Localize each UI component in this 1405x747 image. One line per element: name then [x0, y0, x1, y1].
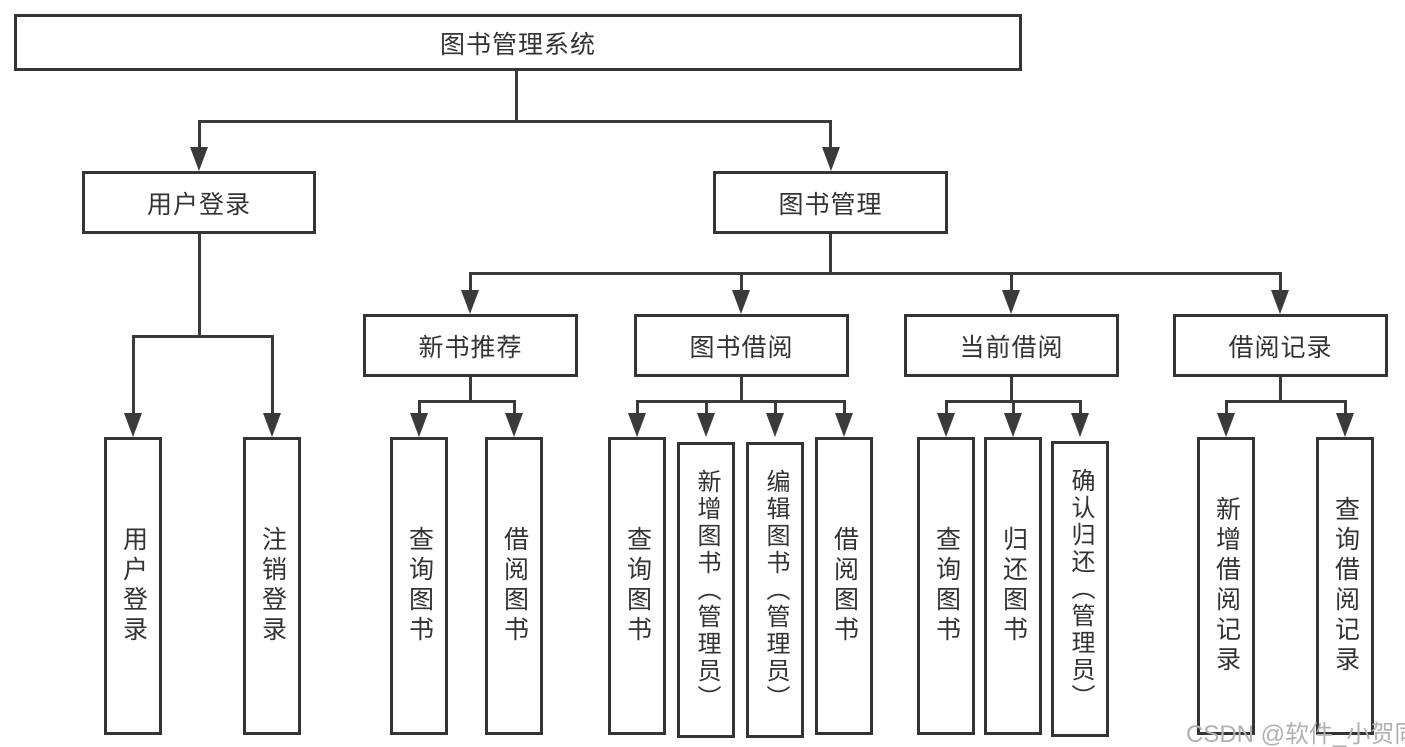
connector-book-management-branch [469, 272, 1281, 275]
arrowhead-down-icon [732, 290, 750, 314]
arrowhead-down-icon [1336, 413, 1354, 437]
arrowhead-down-icon [628, 413, 646, 437]
node-label: 用户登录 [146, 190, 251, 219]
leaf-return-book: 归还图书 [984, 437, 1042, 735]
connector-leaf-stem [705, 400, 708, 415]
leaf-borrow-books-borrow: 借阅图书 [815, 437, 873, 735]
node-label: 借阅记录 [1228, 333, 1333, 362]
node-book-management: 图书管理 [713, 171, 948, 234]
leaf-label: 新增借阅记录 [1212, 496, 1241, 676]
node-book-borrow: 图书借阅 [634, 314, 849, 377]
connector-leaf-stem [418, 400, 421, 415]
connector-leaf-stem [636, 400, 639, 415]
arrowhead-down-icon [822, 147, 840, 171]
arrowhead-down-icon [1004, 413, 1022, 437]
connector-to-new-book-recommend [469, 272, 472, 294]
leaf-add-borrow-record: 新增借阅记录 [1197, 437, 1255, 735]
leaf-edit-book-admin: 编辑图书（管理员） [746, 442, 804, 738]
leaf-label: 查询借阅记录 [1331, 496, 1360, 676]
connector-new-book-stem [469, 377, 472, 401]
connector-leaf-stem [774, 400, 777, 415]
arrowhead-down-icon [124, 413, 142, 437]
leaf-add-book-admin: 新增图书（管理员） [677, 442, 735, 738]
connector-leaf-stem [1079, 400, 1082, 415]
leaf-confirm-return-admin: 确认归还（管理员） [1051, 441, 1109, 737]
node-label: 新书推荐 [418, 333, 523, 362]
leaf-label: 归还图书 [999, 526, 1028, 646]
connector-current-borrow-stem [1010, 377, 1013, 401]
connector-book-management-stem [829, 234, 832, 273]
connector-to-borrow-records [1279, 272, 1282, 294]
connector-user-login-branch [132, 335, 273, 338]
node-new-book-recommend: 新书推荐 [363, 314, 578, 377]
arrowhead-down-icon [190, 147, 208, 171]
leaf-label: 查询图书 [405, 526, 434, 646]
connector-leaf-stem [843, 400, 846, 415]
arrowhead-down-icon [835, 413, 853, 437]
leaf-query-books-recommend: 查询图书 [390, 437, 448, 735]
csdn-watermark: CSDN @软件_小贺同学 [1186, 721, 1405, 747]
connector-borrow-records-stem [1279, 377, 1282, 401]
node-label: 图书管理 [778, 190, 883, 219]
connector-root-branch [198, 120, 832, 123]
connector-to-user-login [198, 120, 201, 150]
connector-leaf-stem [1344, 400, 1347, 415]
leaf-label: 借阅图书 [830, 526, 859, 646]
node-user-login: 用户登录 [82, 171, 316, 234]
connector-to-leaf-user-login [132, 335, 135, 415]
connector-leaf-stem [945, 400, 948, 415]
arrowhead-down-icon [461, 290, 479, 314]
connector-new-book-branch [418, 400, 516, 403]
leaf-label: 查询图书 [932, 526, 961, 646]
node-library-management-system: 图书管理系统 [14, 14, 1022, 71]
leaf-user-login: 用户登录 [104, 437, 162, 735]
connector-root-stem [515, 70, 518, 121]
leaf-label: 用户登录 [119, 526, 148, 646]
arrowhead-down-icon [1002, 290, 1020, 314]
connector-leaf-stem [513, 400, 516, 415]
arrowhead-down-icon [410, 413, 428, 437]
connector-user-login-stem [198, 234, 201, 336]
leaf-logout: 注销登录 [243, 437, 301, 735]
leaf-borrow-books-recommend: 借阅图书 [485, 437, 543, 735]
leaf-query-books-current: 查询图书 [917, 437, 975, 735]
connector-to-leaf-logout [271, 335, 274, 415]
leaf-label: 确认归还（管理员） [1067, 467, 1094, 711]
arrowhead-down-icon [766, 413, 784, 437]
leaf-label: 借阅图书 [500, 526, 529, 646]
node-borrow-records: 借阅记录 [1173, 314, 1388, 377]
connector-borrow-records-branch [1225, 400, 1347, 403]
arrowhead-down-icon [1071, 413, 1089, 437]
connector-leaf-stem [1012, 400, 1015, 415]
connector-to-current-borrow [1010, 272, 1013, 294]
arrowhead-down-icon [505, 413, 523, 437]
arrowhead-down-icon [937, 413, 955, 437]
leaf-label: 新增图书（管理员） [693, 468, 720, 712]
leaf-label: 查询图书 [623, 526, 652, 646]
connector-leaf-stem [1225, 400, 1228, 415]
connector-book-borrow-branch [636, 400, 846, 403]
connector-to-book-borrow [740, 272, 743, 294]
node-label: 图书借阅 [689, 333, 794, 362]
node-label: 图书管理系统 [439, 30, 596, 59]
arrowhead-down-icon [1271, 290, 1289, 314]
arrowhead-down-icon [263, 413, 281, 437]
node-current-borrow: 当前借阅 [904, 314, 1119, 377]
connector-book-borrow-stem [740, 377, 743, 401]
connector-to-book-management [829, 120, 832, 150]
leaf-label: 注销登录 [258, 526, 287, 646]
leaf-label: 编辑图书（管理员） [762, 468, 789, 712]
leaf-query-books-borrow: 查询图书 [608, 437, 666, 735]
node-label: 当前借阅 [959, 333, 1064, 362]
arrowhead-down-icon [697, 413, 715, 437]
leaf-query-borrow-record: 查询借阅记录 [1316, 437, 1374, 735]
arrowhead-down-icon [1217, 413, 1235, 437]
